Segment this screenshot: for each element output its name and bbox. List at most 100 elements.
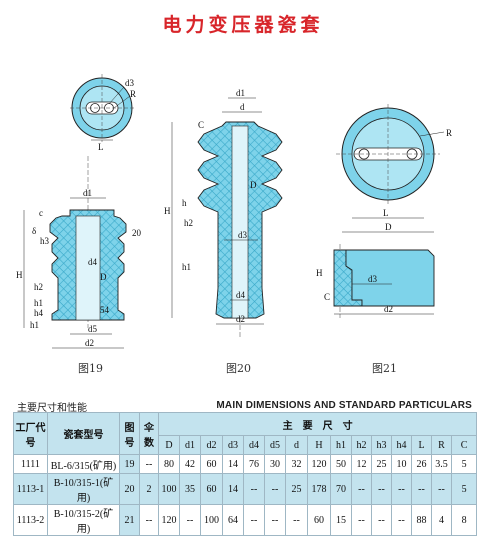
fig21-label-H: H bbox=[316, 268, 323, 278]
fig19-label-c: c bbox=[39, 208, 43, 218]
fig19-label-D: D bbox=[100, 272, 107, 282]
cell-d3: 64 bbox=[222, 504, 244, 536]
cell-d1: -- bbox=[179, 504, 201, 536]
figure-19: d3 R L d1 c δ h3 20 d4 D H h2 h1 h4 54 d… bbox=[16, 74, 142, 349]
cell-d: 100 bbox=[158, 473, 180, 505]
cell-d2: 100 bbox=[200, 504, 223, 536]
fig21-label-R: R bbox=[446, 128, 452, 138]
cell-l: 88 bbox=[411, 504, 432, 536]
cell-h4: -- bbox=[391, 473, 412, 505]
cell-umbrella: 2 bbox=[139, 473, 159, 505]
header-dim-d2: d2 bbox=[200, 435, 223, 455]
cell-c: 5 bbox=[450, 454, 478, 474]
cell-h2: 12 bbox=[351, 454, 372, 474]
technical-drawings: d3 R L d1 c δ h3 20 d4 D H h2 h1 h4 54 d… bbox=[16, 74, 452, 349]
header-dim-d1: d1 bbox=[179, 435, 201, 455]
cell-r: 4 bbox=[431, 504, 452, 536]
cell-factory-code: 1113-2 bbox=[13, 504, 48, 536]
fig20-caption: 图20 bbox=[226, 362, 251, 375]
header-dim-h4: h4 bbox=[391, 435, 412, 455]
cell-h: 178 bbox=[307, 473, 331, 505]
table-caption-en: MAIN DIMENSIONS AND STANDARD PARTICULARS bbox=[216, 400, 472, 411]
fig20-label-D: D bbox=[250, 180, 257, 190]
cell-h: 60 bbox=[307, 504, 331, 536]
fig19-label-H: H bbox=[16, 270, 23, 280]
fig19-label-h1: h1 bbox=[34, 298, 43, 308]
header-dim-h3: h3 bbox=[371, 435, 392, 455]
header-dim-d5: d5 bbox=[264, 435, 286, 455]
header-factory-code: 工厂代号 bbox=[13, 412, 48, 455]
cell-model: B-10/315-1(矿用) bbox=[47, 473, 120, 505]
fig19-label-h1b: h1 bbox=[30, 320, 39, 330]
cell-d1: 35 bbox=[179, 473, 201, 505]
cell-d1: 42 bbox=[179, 454, 201, 474]
cell-h4: 10 bbox=[391, 454, 412, 474]
fig19-label-h3: h3 bbox=[40, 236, 50, 246]
fig20-label-H: H bbox=[164, 206, 171, 216]
header-dim-d3: d3 bbox=[222, 435, 244, 455]
header-umbrella: 伞数 bbox=[139, 412, 159, 455]
fig21-label-C: C bbox=[324, 292, 330, 302]
header-dim-h1: h1 bbox=[330, 435, 352, 455]
cell-umbrella: -- bbox=[139, 504, 159, 536]
cell-l: -- bbox=[411, 473, 432, 505]
fig20-label-d2: d2 bbox=[236, 314, 245, 324]
fig19-label-h4: h4 bbox=[34, 308, 44, 318]
fig21-label-d2: d2 bbox=[384, 304, 393, 314]
cell-figure: 19 bbox=[119, 454, 140, 474]
cell-d2: 60 bbox=[200, 454, 223, 474]
cell-c: 8 bbox=[450, 504, 478, 536]
fig19-label-L: L bbox=[98, 142, 104, 152]
fig19-label-d5: d5 bbox=[88, 324, 98, 334]
fig19-label-R: R bbox=[130, 89, 136, 99]
cell-h2: -- bbox=[351, 504, 372, 536]
fig20-label-h1: h1 bbox=[182, 262, 191, 272]
cell-d4: 76 bbox=[243, 454, 265, 474]
cell-d: 25 bbox=[285, 473, 308, 505]
fig19-label-54: 54 bbox=[100, 305, 110, 315]
cell-d3: 14 bbox=[222, 454, 244, 474]
fig20-label-h2: h2 bbox=[184, 218, 193, 228]
cell-d5: -- bbox=[264, 473, 286, 505]
header-dim-h2: h2 bbox=[351, 435, 372, 455]
cell-r: -- bbox=[431, 473, 452, 505]
fig19-label-d2: d2 bbox=[85, 338, 94, 348]
fig19-label-h2: h2 bbox=[34, 282, 43, 292]
cell-h4: -- bbox=[391, 504, 412, 536]
cell-d5: 30 bbox=[264, 454, 286, 474]
header-dim-d: D bbox=[158, 435, 180, 455]
header-model: 瓷套型号 bbox=[47, 412, 120, 455]
cell-h3: -- bbox=[371, 473, 392, 505]
fig20-label-d1: d1 bbox=[236, 88, 245, 98]
cell-d4: -- bbox=[243, 473, 265, 505]
cell-d2: 60 bbox=[200, 473, 223, 505]
header-figure: 图号 bbox=[119, 412, 140, 455]
fig20-label-d3: d3 bbox=[238, 230, 248, 240]
header-dim-d4: d4 bbox=[243, 435, 265, 455]
header-dim-l: L bbox=[411, 435, 432, 455]
cell-h1: 50 bbox=[330, 454, 352, 474]
fig21-label-D: D bbox=[385, 222, 392, 232]
cell-umbrella: -- bbox=[139, 454, 159, 474]
header-dim-h: H bbox=[307, 435, 331, 455]
fig19-caption: 图19 bbox=[78, 362, 103, 375]
cell-d: 120 bbox=[158, 504, 180, 536]
cell-r: 3.5 bbox=[431, 454, 452, 474]
fig19-label-d4: d4 bbox=[88, 257, 98, 267]
fig20-label-h: h bbox=[182, 198, 187, 208]
cell-factory-code: 1111 bbox=[13, 454, 48, 474]
cell-h1: 15 bbox=[330, 504, 352, 536]
table-caption-cn: 主要尺寸和性能 bbox=[17, 403, 87, 414]
fig19-label-delta: δ bbox=[32, 226, 36, 236]
cell-factory-code: 1113-1 bbox=[13, 473, 48, 505]
fig21-label-L: L bbox=[383, 208, 389, 218]
figure-20: d1 d C D H h h2 d3 h1 d4 d2 bbox=[164, 88, 283, 338]
cell-c: 5 bbox=[450, 473, 478, 505]
header-dim-c: C bbox=[450, 435, 478, 455]
header-dim-r: R bbox=[431, 435, 452, 455]
fig19-label-d3: d3 bbox=[125, 78, 135, 88]
